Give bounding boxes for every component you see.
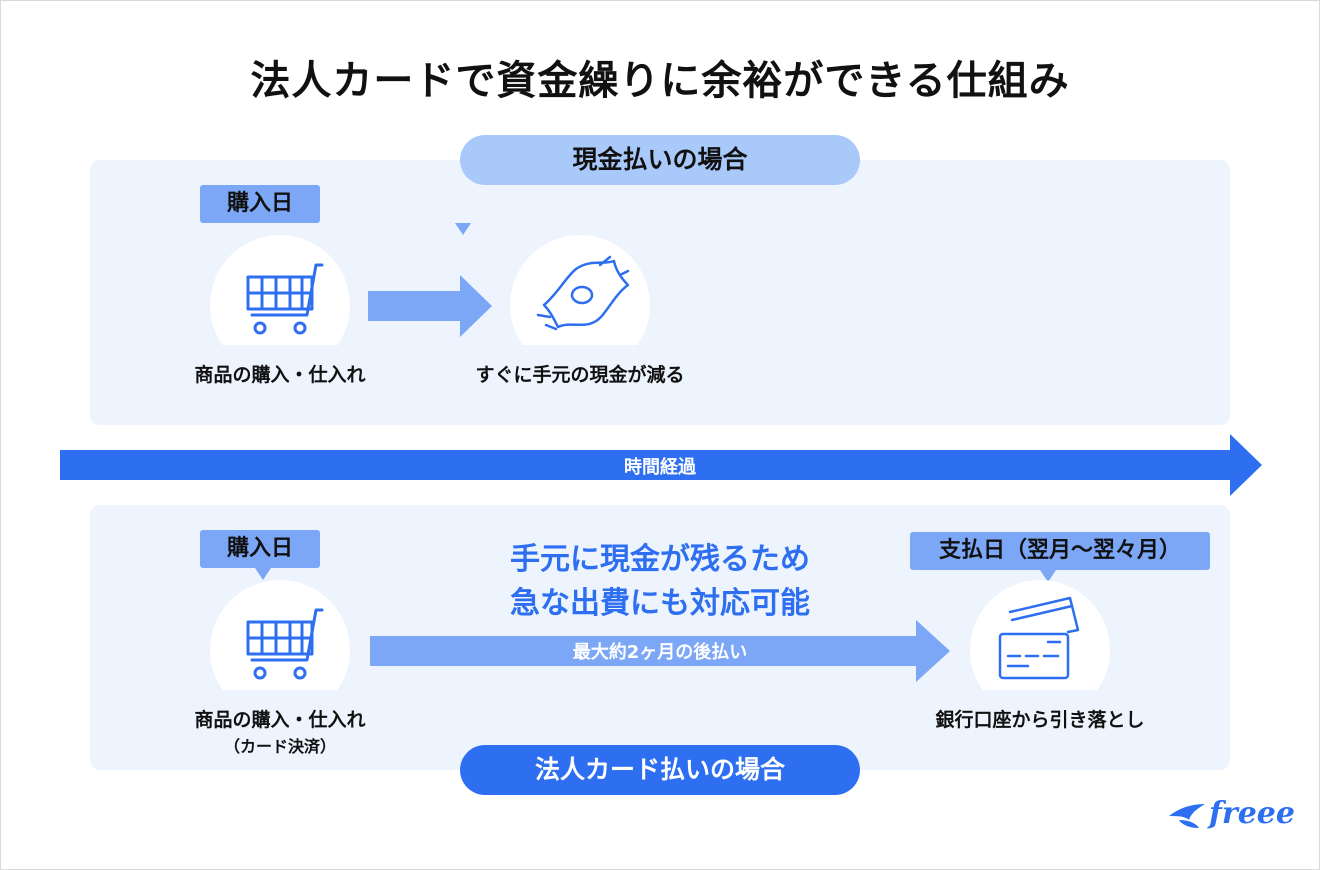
payment-label: 銀行口座から引き落とし xyxy=(935,709,1145,731)
circle-cut xyxy=(210,345,350,375)
freee-logo-text: freee xyxy=(1209,796,1295,831)
flying-banknote-icon xyxy=(536,255,630,331)
card-benefit-line1: 手元に現金が残るため xyxy=(510,542,810,577)
tag-pointer xyxy=(255,568,271,580)
credit-card-circle xyxy=(970,580,1110,720)
card-purchase-sublabel: （カード決済） xyxy=(223,737,336,756)
circle-cut xyxy=(970,690,1110,720)
payment-date-tag: 支払日（翌月〜翌々月） xyxy=(910,532,1210,582)
card-purchase-date-tag-label: 購入日 xyxy=(226,536,293,561)
card-shopping-cart-circle xyxy=(210,580,350,720)
cash-money-circle xyxy=(510,235,650,375)
purchase-date-tag-label: 購入日 xyxy=(226,191,293,216)
circle-cut xyxy=(510,345,650,375)
payment-date-tag-label: 支払日（翌月〜翌々月） xyxy=(938,538,1181,563)
cash-purchase-label: 商品の購入・仕入れ xyxy=(194,364,366,386)
shopping-cart-icon xyxy=(246,263,324,335)
deferral-arrow xyxy=(370,620,950,682)
cash-flow-arrow xyxy=(368,275,492,337)
card-case-heading: 法人カード払いの場合 xyxy=(460,745,860,795)
purchase-date-tag: 購入日 xyxy=(200,185,471,235)
freee-logo: freee xyxy=(1165,790,1295,844)
tag-pointer xyxy=(455,223,471,235)
shopping-cart-circle xyxy=(210,235,350,375)
deferral-label: 最大約2ヶ月の後払い xyxy=(572,642,748,663)
circle-cut xyxy=(210,690,350,720)
card-benefit-headline: 手元に現金が残るため 急な出費にも対応可能 xyxy=(440,538,880,626)
timeline-label: 時間経過 xyxy=(624,457,696,478)
shopping-cart-icon xyxy=(246,608,324,680)
page-title: 法人カードで資金繰りに余裕ができる仕組み xyxy=(250,58,1070,104)
timeline-arrow xyxy=(60,434,1262,496)
credit-card-icon xyxy=(998,596,1080,680)
card-purchase-date-tag: 購入日 xyxy=(200,530,320,580)
card-benefit-line2: 急な出費にも対応可能 xyxy=(510,586,810,621)
card-purchase-label: 商品の購入・仕入れ xyxy=(194,709,366,731)
cash-result-label: すぐに手元の現金が減る xyxy=(475,364,685,386)
tag-pointer xyxy=(1040,570,1056,582)
cash-case-heading: 現金払いの場合 xyxy=(460,135,860,185)
freee-bird-logo xyxy=(1169,804,1205,828)
